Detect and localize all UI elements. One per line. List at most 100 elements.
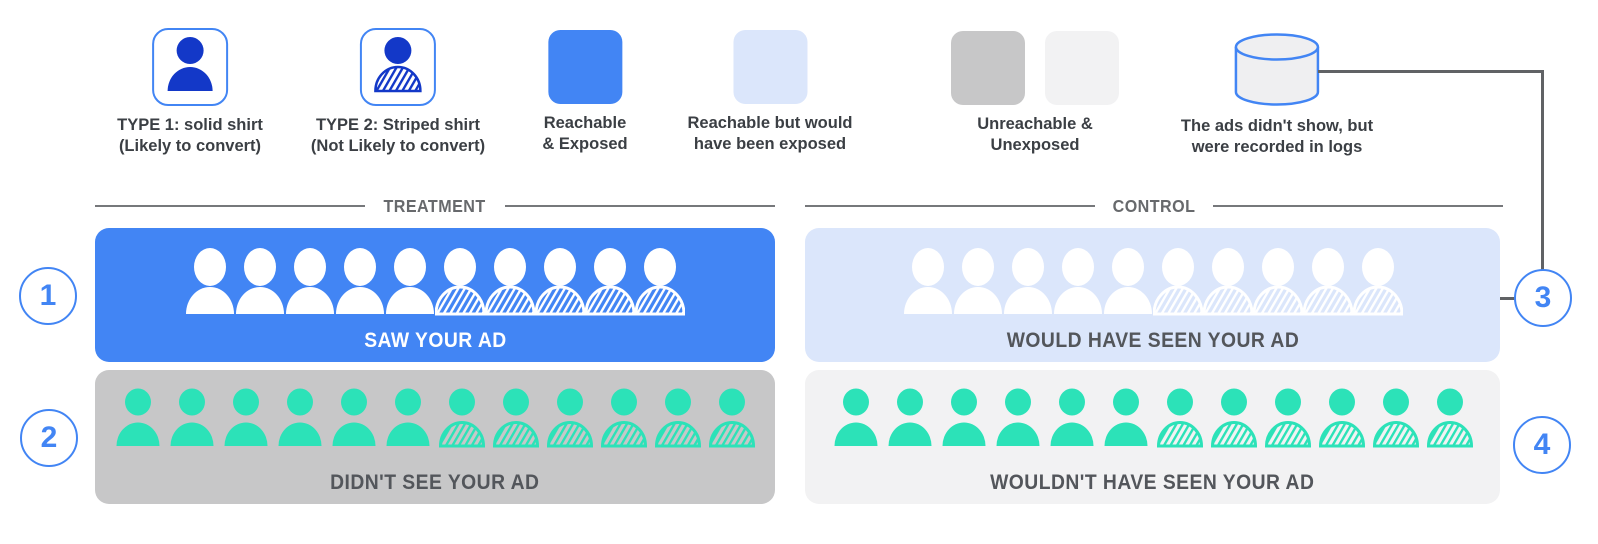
person-striped-icon xyxy=(1210,388,1257,448)
legend-label-line: TYPE 2: Striped shirt xyxy=(315,116,481,134)
connector-vertical-line xyxy=(1541,70,1544,270)
group-label: SAW YOUR AD xyxy=(363,329,507,352)
person-striped-icon xyxy=(374,36,422,92)
legend-figure-reachable-would xyxy=(687,28,852,104)
person-striped-icon xyxy=(1202,248,1253,316)
person-solid-icon xyxy=(903,248,952,314)
person-striped-frame xyxy=(360,28,436,106)
person-striped-icon xyxy=(374,36,422,98)
control-title: CONTROL xyxy=(1112,195,1196,216)
legend-label-line: (Not Likely to convert) xyxy=(310,137,486,155)
person-striped-icon xyxy=(1372,388,1419,448)
people-row xyxy=(903,248,1403,316)
person-solid-icon xyxy=(942,388,985,446)
badge-number: 3 xyxy=(1534,281,1552,314)
person-striped-icon xyxy=(1264,388,1311,448)
people-row xyxy=(833,388,1473,448)
legend-label-line: Unreachable & xyxy=(977,115,1093,133)
treatment-title: TREATMENT xyxy=(383,195,487,216)
person-solid-icon xyxy=(278,388,322,446)
lightgray-square-icon xyxy=(1045,31,1119,105)
person-striped-icon xyxy=(585,248,635,316)
group-box-wouldnt-have-seen-your-ad: WOULDN'T HAVE SEEN YOUR AD xyxy=(805,370,1500,504)
person-solid-icon xyxy=(332,388,376,446)
legend-figure-reachable-exposed xyxy=(542,28,627,104)
person-solid-icon xyxy=(336,248,384,314)
badge-3: 3 xyxy=(1514,269,1572,327)
legend-label-line: The ads didn't show, but xyxy=(1180,117,1374,135)
person-solid-icon xyxy=(386,388,430,446)
person-solid-icon xyxy=(170,388,214,446)
person-solid-icon xyxy=(167,36,213,91)
legend-label-reachable-would: Reachable but would have been exposed xyxy=(687,113,852,155)
legend-item-type2: TYPE 2: Striped shirt (Not Likely to con… xyxy=(311,28,485,157)
legend-label-type1: TYPE 1: solid shirt (Likely to convert) xyxy=(117,115,263,157)
treatment-header: TREATMENT xyxy=(95,195,776,217)
group-label: WOULDN'T HAVE SEEN YOUR AD xyxy=(990,471,1315,494)
database-icon xyxy=(1234,33,1320,106)
legend-label-line: Reachable but would xyxy=(687,114,853,132)
legend-label-line: have been exposed xyxy=(693,135,847,153)
person-solid-icon xyxy=(386,248,434,314)
person-striped-icon xyxy=(547,388,593,448)
legend-item-reachable-exposed: Reachable & Exposed xyxy=(542,28,628,155)
legend-item-logs: The ads didn't show, but were recorded i… xyxy=(1181,28,1373,158)
person-striped-icon xyxy=(1302,248,1353,316)
person-striped-icon xyxy=(439,388,485,448)
header-line xyxy=(805,205,1095,207)
legend-figure-type2 xyxy=(311,28,485,106)
legend-label-line: Unexposed xyxy=(990,136,1080,154)
badge-number: 1 xyxy=(39,279,57,312)
person-striped-icon xyxy=(535,248,585,316)
person-striped-icon xyxy=(709,388,755,448)
header-line xyxy=(504,205,776,207)
person-striped-icon xyxy=(435,248,485,316)
badge-1: 1 xyxy=(19,267,77,325)
person-striped-icon xyxy=(655,388,701,448)
person-solid-icon xyxy=(1103,248,1152,314)
person-striped-icon xyxy=(1426,388,1473,448)
person-solid-icon xyxy=(286,248,334,314)
person-solid-icon xyxy=(1053,248,1102,314)
legend-label-unreachable: Unreachable & Unexposed xyxy=(951,114,1119,156)
person-striped-icon xyxy=(1352,248,1403,316)
person-striped-icon xyxy=(1156,388,1203,448)
person-solid-icon xyxy=(996,388,1039,446)
gray-square-icon xyxy=(951,31,1025,105)
legend-item-unreachable: Unreachable & Unexposed xyxy=(951,28,1119,156)
badge-2: 2 xyxy=(20,409,78,467)
group-box-would-have-seen-your-ad: WOULD HAVE SEEN YOUR AD xyxy=(805,228,1500,362)
person-striped-icon xyxy=(635,248,685,316)
person-striped-icon xyxy=(601,388,647,448)
person-solid-frame xyxy=(152,28,228,106)
lightblue-square-icon xyxy=(733,30,807,104)
legend-label-reachable-exposed: Reachable & Exposed xyxy=(542,113,627,155)
legend-figure-type1 xyxy=(117,28,263,106)
connector-horizontal-line xyxy=(1318,70,1544,73)
header-line xyxy=(95,205,366,207)
legend-label-line: TYPE 1: solid shirt xyxy=(117,116,263,134)
badge-number: 2 xyxy=(40,421,58,454)
person-striped-icon xyxy=(1152,248,1203,316)
person-solid-icon xyxy=(1050,388,1093,446)
person-solid-icon xyxy=(1104,388,1147,446)
person-solid-icon xyxy=(834,388,877,446)
legend-label-logs: The ads didn't show, but were recorded i… xyxy=(1181,116,1373,158)
connector-stub-line xyxy=(1498,297,1515,300)
control-header: CONTROL xyxy=(805,195,1503,217)
group-box-didnt-see-your-ad: DIDN'T SEE YOUR AD xyxy=(95,370,775,504)
person-striped-icon xyxy=(493,388,539,448)
person-solid-icon xyxy=(1003,248,1052,314)
legend-label-type2: TYPE 2: Striped shirt (Not Likely to con… xyxy=(311,115,485,157)
person-striped-icon xyxy=(485,248,535,316)
legend-label-line: were recorded in logs xyxy=(1191,138,1363,156)
legend-label-line: & Exposed xyxy=(542,135,628,153)
legend-item-reachable-would: Reachable but would have been exposed xyxy=(687,28,853,155)
legend-figure-unreachable xyxy=(951,31,1119,105)
group-label: DIDN'T SEE YOUR AD xyxy=(330,471,540,494)
legend-label-line: Reachable xyxy=(543,114,627,132)
legend-figure-logs xyxy=(1181,33,1373,107)
group-label: WOULD HAVE SEEN YOUR AD xyxy=(1006,329,1299,352)
person-solid-icon xyxy=(953,248,1002,314)
